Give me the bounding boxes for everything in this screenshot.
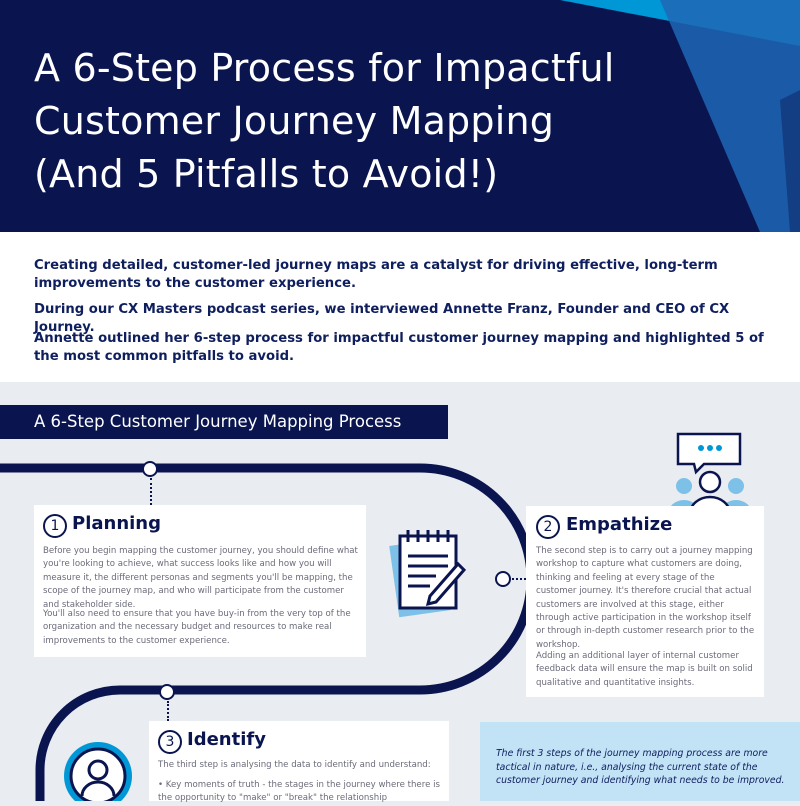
notepad-pencil-icon [389, 530, 467, 618]
hero-decoration [560, 0, 800, 232]
step-2-connector-dot [495, 571, 511, 587]
hero-shade-shape [780, 90, 800, 232]
intro-paragraph-3: Annette outlined her 6-step process for … [34, 331, 764, 364]
section-header: A 6-Step Customer Journey Mapping Proces… [0, 405, 448, 439]
step-2-title: Empathize [566, 514, 673, 535]
step-3-connector-line [167, 701, 169, 721]
step-3-connector-dot [159, 684, 175, 700]
step-3-title: Identify [187, 729, 266, 750]
person-magnify-icon [64, 742, 132, 801]
step-1-title: Planning [72, 513, 162, 534]
step-1-connector-dot [142, 461, 158, 477]
step-1-card: 1 Planning Before you begin mapping the … [34, 505, 366, 657]
title-line-3: (And 5 Pitfalls to Avoid!) [34, 152, 499, 196]
step-3-bullet-1: • Key moments of truth - the stages in t… [158, 780, 440, 804]
title-line-2: Customer Journey Mapping [34, 99, 555, 143]
tip-text: The first 3 steps of the journey mapping… [496, 748, 785, 787]
step-2-paragraph-1: The second step is to carry out a journe… [536, 546, 755, 650]
step-3-card: 3 Identify The third step is analysing t… [149, 721, 449, 803]
hero-blue-shape [660, 0, 800, 232]
step-2-paragraph-2: Adding an additional layer of internal c… [536, 651, 753, 688]
step-2-number: 2 [536, 515, 560, 539]
title-line-1: A 6-Step Process for Impactful [34, 46, 615, 90]
step-3-number: 3 [158, 730, 182, 754]
step-2-connector-line [512, 578, 526, 580]
tip-box: The first 3 steps of the journey mapping… [480, 722, 800, 801]
step-1-connector-line [150, 478, 152, 505]
step-1-paragraph-1: Before you begin mapping the customer jo… [43, 546, 358, 610]
page-title: A 6-Step Process for Impactful Customer … [34, 42, 674, 201]
hero-banner: A 6-Step Process for Impactful Customer … [0, 0, 800, 232]
step-3-paragraph-1: The third step is analysing the data to … [158, 760, 431, 770]
journey-path-line [0, 463, 536, 801]
step-1-paragraph-2: You'll also need to ensure that you have… [43, 609, 351, 646]
speech-bubble-icon [676, 432, 742, 475]
step-2-card: 2 Empathize The second step is to carry … [526, 506, 764, 697]
section-title: A 6-Step Customer Journey Mapping Proces… [34, 412, 402, 431]
intro-paragraph-2: During our CX Masters podcast series, we… [34, 302, 730, 335]
step-1-number: 1 [43, 514, 67, 538]
intro-section: Creating detailed, customer-led journey … [0, 232, 800, 382]
intro-paragraph-1: Creating detailed, customer-led journey … [34, 258, 718, 291]
